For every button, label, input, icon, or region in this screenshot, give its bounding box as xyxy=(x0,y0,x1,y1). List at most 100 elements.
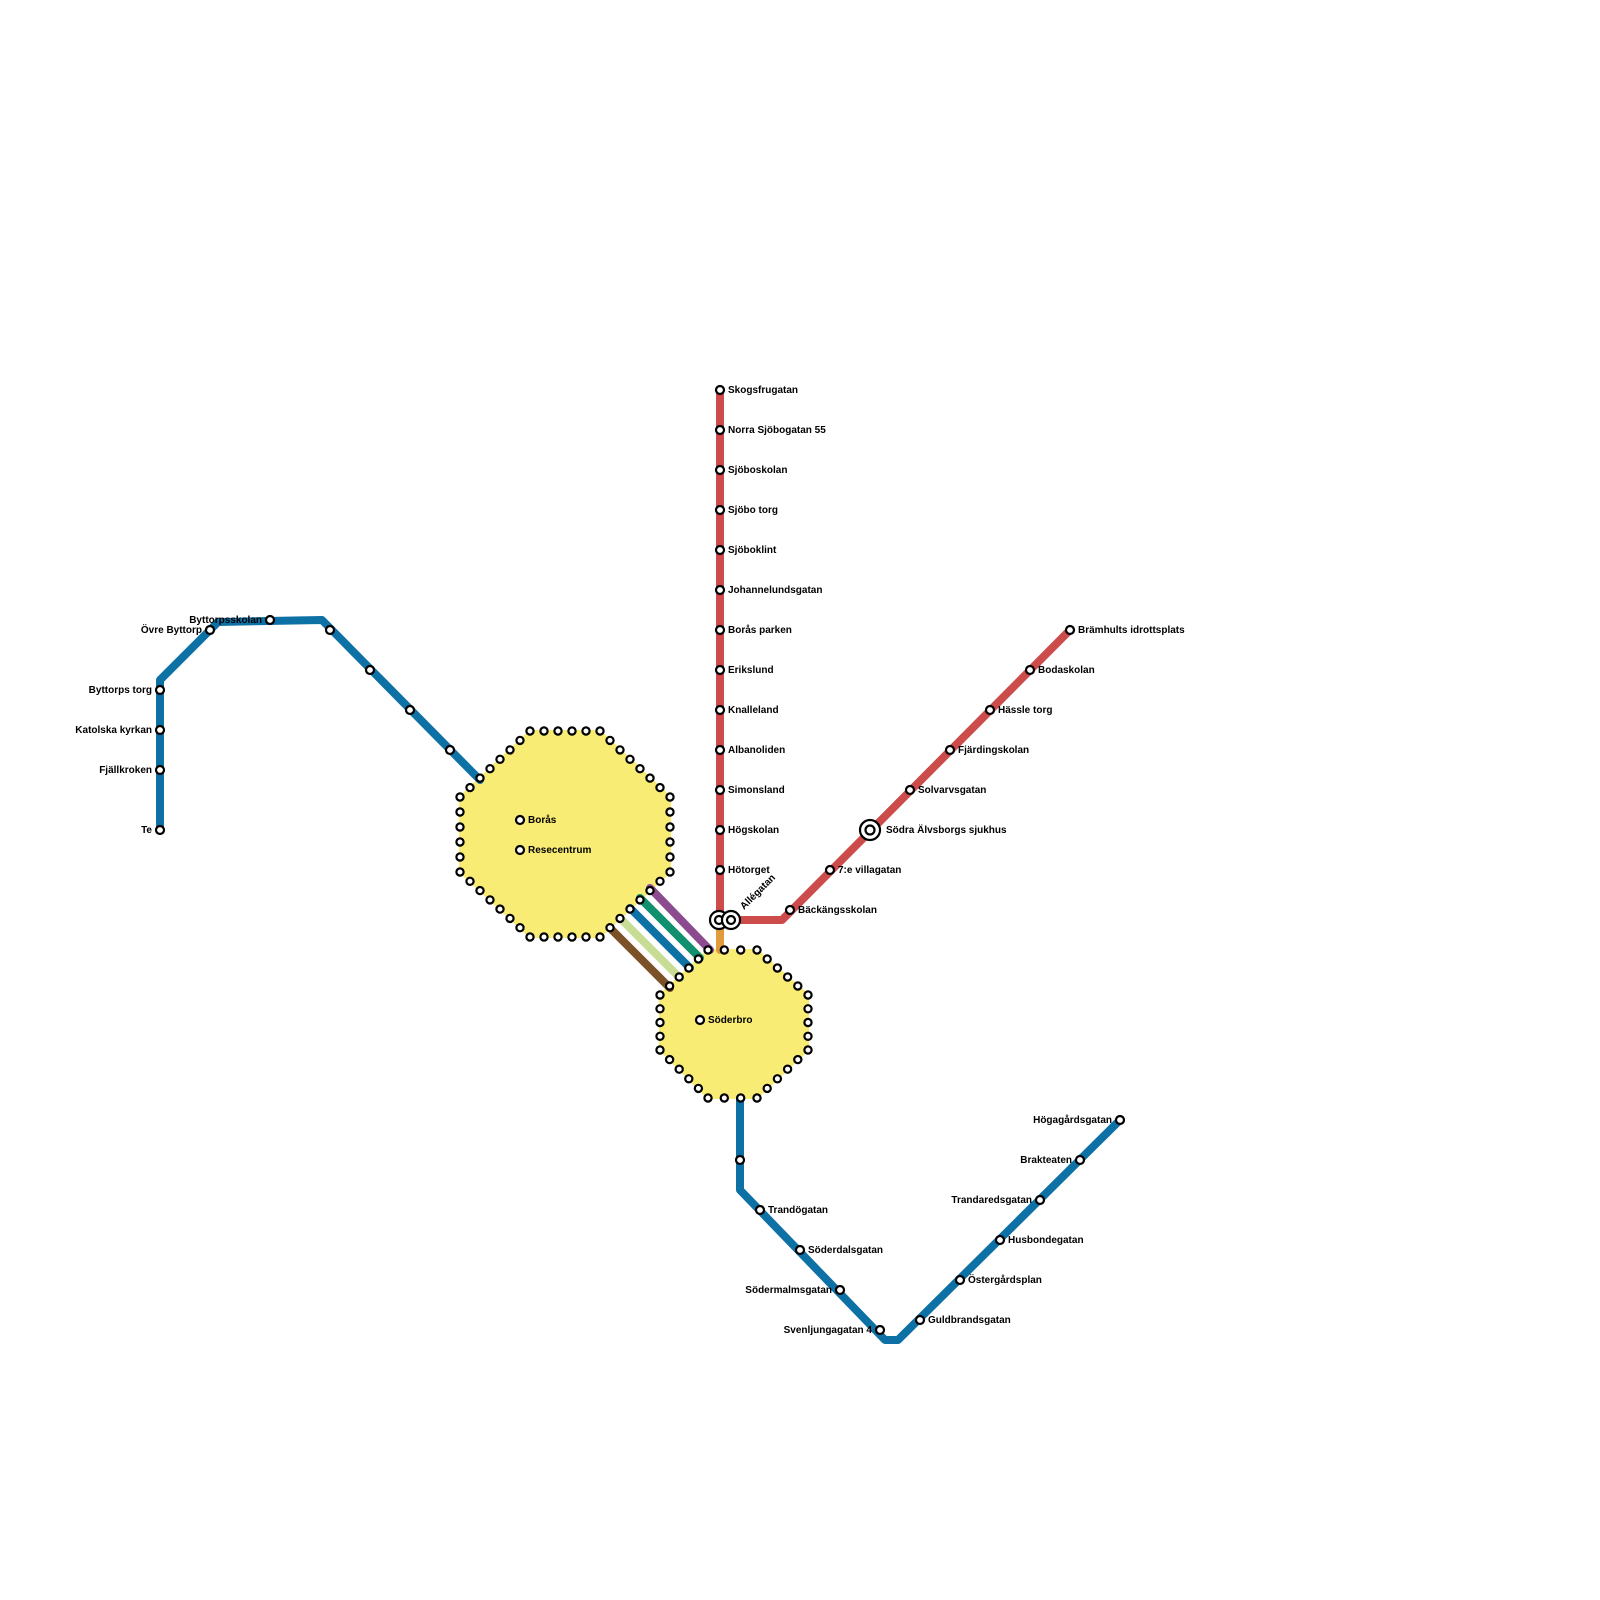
station-marker[interactable] xyxy=(784,904,796,916)
station-marker[interactable] xyxy=(874,1324,886,1336)
boundary-station-marker[interactable] xyxy=(762,954,772,964)
station-marker[interactable] xyxy=(714,624,726,636)
boundary-station-marker[interactable] xyxy=(581,932,591,942)
station-marker[interactable] xyxy=(714,824,726,836)
boundary-station-marker[interactable] xyxy=(752,1093,762,1103)
station-marker[interactable] xyxy=(714,384,726,396)
station-marker[interactable] xyxy=(1074,1154,1086,1166)
boundary-station-marker[interactable] xyxy=(615,913,625,924)
boundary-station-marker[interactable] xyxy=(693,1083,704,1094)
boundary-station-marker[interactable] xyxy=(719,1093,730,1103)
station-marker[interactable] xyxy=(714,464,726,476)
boundary-station-marker[interactable] xyxy=(703,1093,713,1103)
station-marker[interactable] xyxy=(824,864,836,876)
boundary-station-marker[interactable] xyxy=(615,745,625,755)
boundary-station-marker[interactable] xyxy=(465,782,475,793)
station-marker[interactable] xyxy=(1064,624,1076,636)
station-marker[interactable] xyxy=(954,1274,966,1286)
boundary-station-marker[interactable] xyxy=(793,981,803,991)
boundary-station-marker[interactable] xyxy=(605,735,615,746)
boundary-station-marker[interactable] xyxy=(782,1064,793,1074)
station-marker[interactable] xyxy=(734,1154,746,1166)
boundary-station-marker[interactable] xyxy=(567,726,577,736)
boundary-station-marker[interactable] xyxy=(553,932,563,942)
station-marker[interactable] xyxy=(1024,664,1036,676)
boundary-station-marker[interactable] xyxy=(674,972,684,982)
boundary-station-marker[interactable] xyxy=(475,885,485,896)
boundary-station-marker[interactable] xyxy=(762,1083,772,1094)
boundary-station-marker[interactable] xyxy=(495,904,505,914)
boundary-station-marker[interactable] xyxy=(655,1017,665,1028)
boundary-station-marker[interactable] xyxy=(635,895,645,905)
boundary-station-marker[interactable] xyxy=(595,932,605,942)
boundary-station-marker[interactable] xyxy=(539,932,549,942)
boundary-station-marker[interactable] xyxy=(495,754,505,765)
station-marker[interactable] xyxy=(714,664,726,676)
station-marker[interactable] xyxy=(154,764,166,776)
boundary-station-marker[interactable] xyxy=(665,807,675,817)
station-marker[interactable] xyxy=(714,584,726,596)
station-marker[interactable] xyxy=(514,814,526,826)
station-marker[interactable] xyxy=(904,784,916,796)
boundary-station-marker[interactable] xyxy=(803,1045,813,1055)
boundary-station-marker[interactable] xyxy=(539,726,549,736)
boundary-station-marker[interactable] xyxy=(655,876,665,887)
boundary-station-marker[interactable] xyxy=(485,895,495,905)
boundary-station-marker[interactable] xyxy=(567,932,577,942)
boundary-station-marker[interactable] xyxy=(475,773,485,783)
station-marker[interactable] xyxy=(834,1284,846,1296)
station-marker[interactable] xyxy=(794,1244,806,1256)
boundary-station-marker[interactable] xyxy=(465,876,475,887)
boundary-station-marker[interactable] xyxy=(525,932,535,942)
boundary-station-marker[interactable] xyxy=(736,1093,746,1103)
boundary-station-marker[interactable] xyxy=(455,852,465,862)
boundary-station-marker[interactable] xyxy=(525,726,535,736)
boundary-station-marker[interactable] xyxy=(693,954,704,964)
station-marker[interactable] xyxy=(994,1234,1006,1246)
boundary-station-marker[interactable] xyxy=(665,852,675,862)
station-marker[interactable] xyxy=(404,704,416,716)
boundary-station-marker[interactable] xyxy=(505,745,515,755)
station-marker[interactable] xyxy=(364,664,376,676)
boundary-station-marker[interactable] xyxy=(605,923,615,933)
station-marker[interactable] xyxy=(154,724,166,736)
boundary-station-marker[interactable] xyxy=(684,963,694,973)
boundary-station-marker[interactable] xyxy=(684,1074,694,1084)
boundary-station-marker[interactable] xyxy=(703,945,713,955)
boundary-station-marker[interactable] xyxy=(655,1004,665,1014)
station-marker[interactable] xyxy=(204,624,216,636)
boundary-station-marker[interactable] xyxy=(625,904,635,914)
station-marker[interactable] xyxy=(444,744,456,756)
station-marker[interactable] xyxy=(714,544,726,556)
station-marker[interactable] xyxy=(154,824,166,836)
boundary-station-marker[interactable] xyxy=(664,981,675,991)
boundary-station-marker[interactable] xyxy=(772,963,783,973)
station-marker[interactable] xyxy=(714,704,726,716)
station-marker[interactable] xyxy=(1034,1194,1046,1206)
boundary-station-marker[interactable] xyxy=(625,754,635,765)
boundary-station-marker[interactable] xyxy=(455,792,465,802)
boundary-station-marker[interactable] xyxy=(581,726,591,736)
boundary-station-marker[interactable] xyxy=(485,764,495,774)
boundary-station-marker[interactable] xyxy=(736,945,746,955)
station-marker[interactable] xyxy=(984,704,996,716)
boundary-station-marker[interactable] xyxy=(803,1004,813,1014)
boundary-station-marker[interactable] xyxy=(455,867,465,877)
station-marker[interactable] xyxy=(154,684,166,696)
station-marker[interactable] xyxy=(694,1014,706,1026)
boundary-station-marker[interactable] xyxy=(655,1045,665,1055)
boundary-station-marker[interactable] xyxy=(455,837,465,847)
station-marker[interactable] xyxy=(754,1204,766,1216)
boundary-station-marker[interactable] xyxy=(752,945,762,955)
station-marker[interactable] xyxy=(914,1314,926,1326)
boundary-station-marker[interactable] xyxy=(505,913,515,924)
boundary-station-marker[interactable] xyxy=(645,773,655,783)
boundary-station-marker[interactable] xyxy=(515,735,525,746)
boundary-station-marker[interactable] xyxy=(793,1054,803,1065)
station-marker[interactable] xyxy=(264,614,276,626)
boundary-station-marker[interactable] xyxy=(782,972,793,982)
station-marker[interactable] xyxy=(714,424,726,436)
boundary-station-marker[interactable] xyxy=(655,1031,665,1042)
boundary-station-marker[interactable] xyxy=(803,990,813,1000)
boundary-station-marker[interactable] xyxy=(655,782,665,793)
